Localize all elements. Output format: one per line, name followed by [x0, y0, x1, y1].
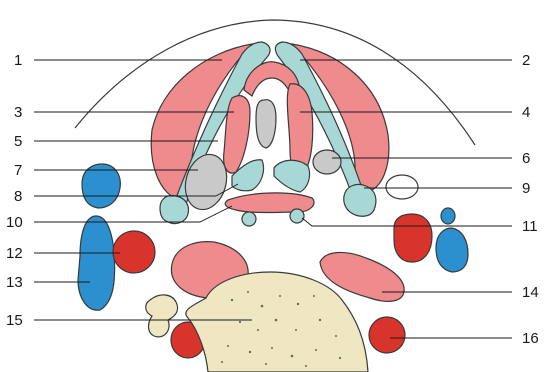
vein-right-small [441, 208, 455, 224]
label-16: 16 [522, 330, 539, 347]
label-14: 14 [522, 284, 539, 301]
thyroid-horn-left [160, 196, 189, 224]
artery-left [113, 231, 155, 273]
label-5: 5 [14, 133, 22, 150]
label-6: 6 [522, 150, 530, 167]
empty-oval-right [386, 175, 418, 199]
label-13: 13 [6, 274, 23, 291]
label-12: 12 [6, 245, 23, 262]
vocal-muscle-right [287, 84, 312, 173]
label-3: 3 [14, 104, 22, 121]
arytenoid-right [313, 150, 341, 174]
label-7: 7 [14, 162, 22, 179]
small-cartilage-left [242, 212, 256, 226]
label-9: 9 [522, 180, 530, 197]
label-2: 2 [522, 52, 530, 69]
label-15: 15 [6, 312, 23, 329]
label-4: 4 [522, 104, 530, 121]
arytenoid-cartilage-right [274, 160, 310, 192]
vein-left-upper [82, 164, 120, 208]
thyroid-horn-right [344, 184, 376, 216]
label-8: 8 [14, 188, 22, 205]
glottis [256, 100, 276, 148]
label-10: 10 [6, 214, 23, 231]
label-1: 1 [14, 52, 22, 69]
artery-right [394, 214, 432, 262]
vein-right [436, 228, 468, 272]
label-11: 11 [522, 218, 538, 235]
artery-bottom-right [369, 317, 405, 353]
small-cartilage-right [290, 209, 304, 223]
vein-left-lower [78, 216, 115, 310]
